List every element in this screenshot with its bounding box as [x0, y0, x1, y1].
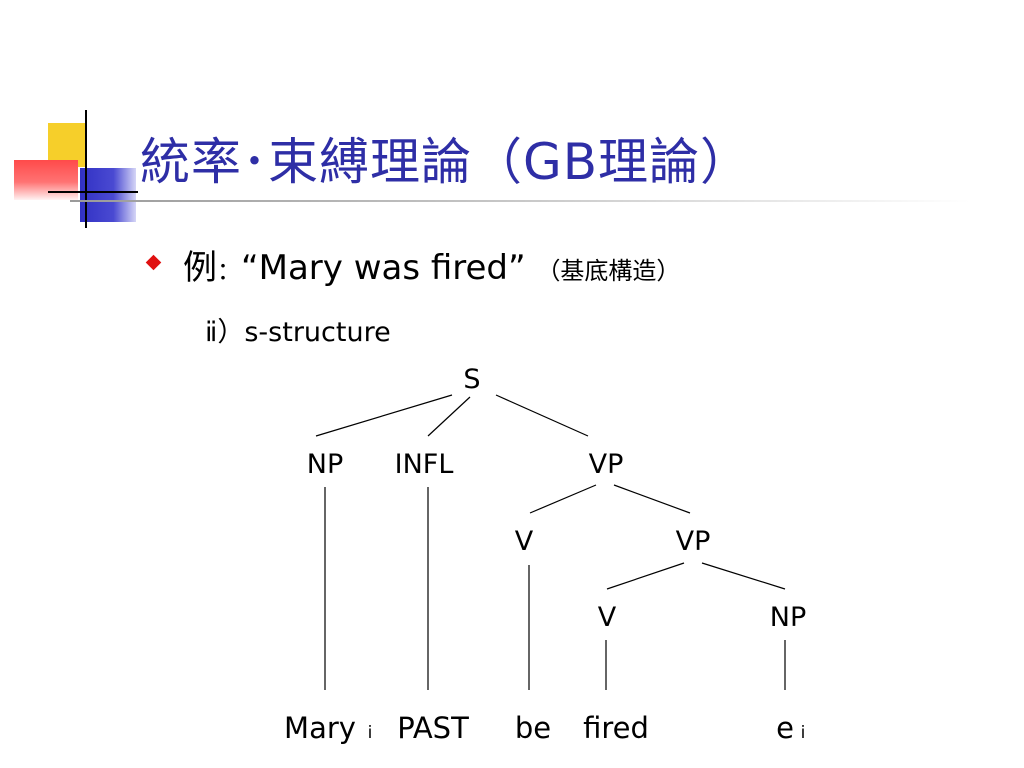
- page-title: 統率･束縛理論（GB理論）: [140, 133, 752, 191]
- decor-yellow-square: [48, 123, 86, 167]
- branch-vp2-np: [701, 562, 786, 590]
- node-np-object: NP: [770, 602, 806, 633]
- leaf-e: e: [776, 711, 794, 745]
- bullet-colon: ：: [217, 257, 241, 285]
- node-vp: VP: [589, 449, 624, 480]
- node-np: NP: [307, 449, 343, 480]
- example-sentence: “Mary was fired”: [241, 248, 526, 288]
- index-e: i: [801, 723, 806, 743]
- node-vp-inner: VP: [676, 526, 711, 557]
- branch-s-infl: [427, 396, 471, 437]
- bullet-line: 例：“Mary was fired” （基底構造）: [183, 240, 680, 289]
- decor-horizontal-line: [48, 191, 138, 193]
- leaf-be: be: [515, 711, 551, 745]
- node-infl: INFL: [395, 449, 454, 480]
- leaf-past: PAST: [397, 711, 469, 745]
- branch-vp-v: [529, 484, 597, 514]
- node-v-inner: V: [598, 602, 617, 633]
- node-s: S: [463, 364, 480, 395]
- branch-vp-vp: [613, 484, 691, 514]
- leaf-fired: fired: [583, 711, 649, 745]
- node-v: V: [515, 526, 534, 557]
- title-underline: [70, 200, 970, 202]
- branch-s-np: [315, 394, 453, 437]
- branch-vp2-v: [606, 562, 685, 590]
- leaf-mary: Mary: [284, 711, 356, 745]
- bullet-prefix: 例: [183, 248, 217, 288]
- decor-red-bar: [14, 160, 78, 200]
- decor-vertical-line: [85, 110, 87, 228]
- index-mary: i: [368, 723, 373, 743]
- branch-s-vp: [495, 394, 589, 437]
- sub-heading: ⅱ）s-structure: [205, 317, 391, 348]
- decor-blue-square: [80, 168, 136, 222]
- bullet-note: （基底構造）: [536, 257, 681, 285]
